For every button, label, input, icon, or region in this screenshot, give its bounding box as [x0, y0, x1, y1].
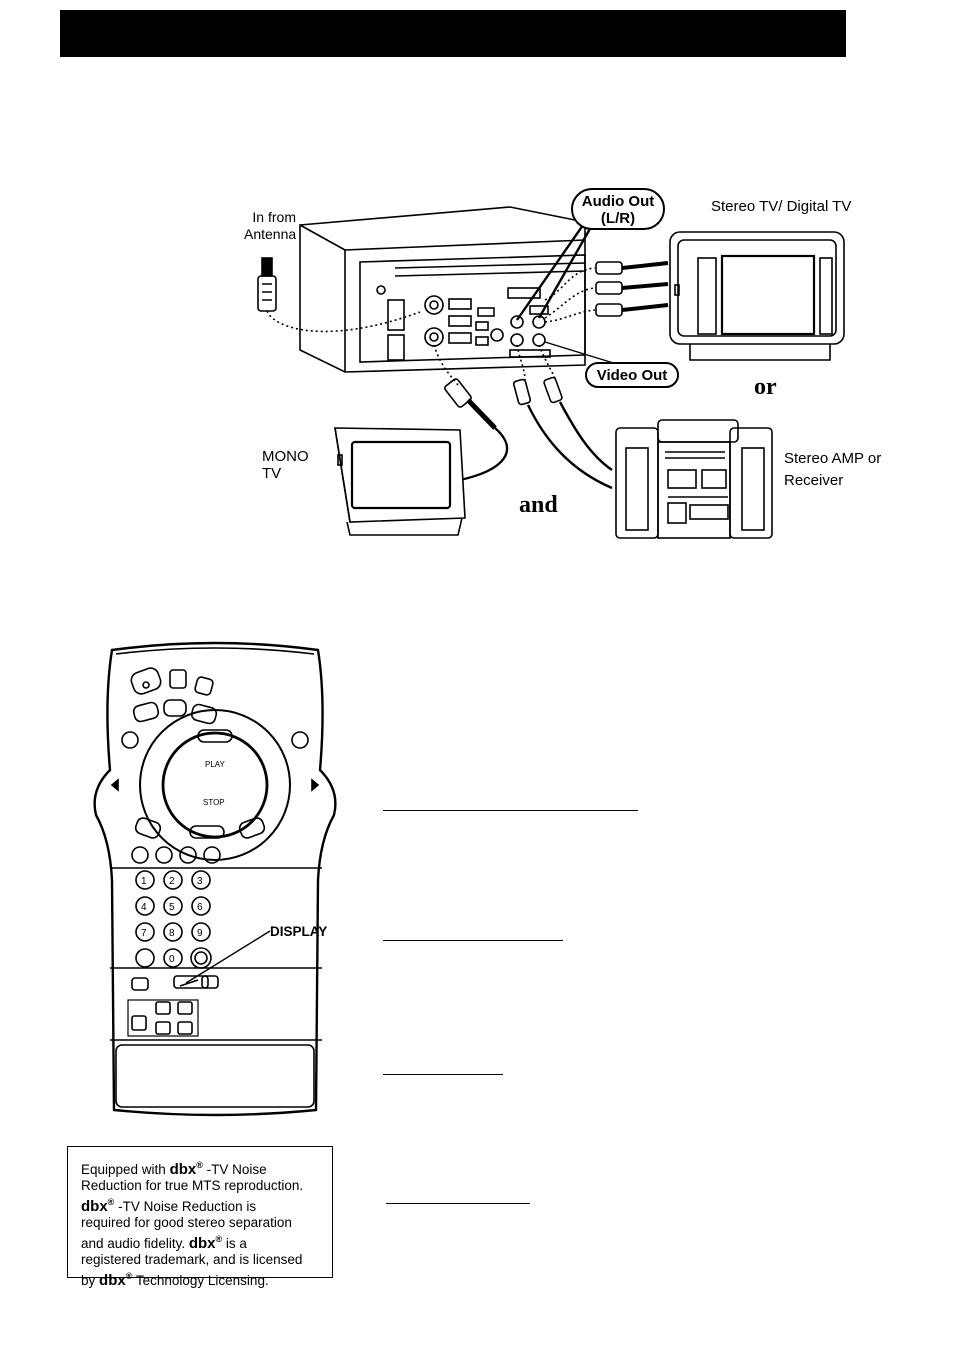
label-or: or	[754, 374, 777, 400]
text-rule-1	[383, 810, 638, 811]
dbx-logo: dbx®	[169, 1160, 203, 1178]
audio-out-bubble: Audio Out (L/R)	[571, 188, 665, 230]
label-mono-tv: MONO TV	[262, 448, 309, 482]
svg-text:1: 1	[141, 876, 147, 887]
svg-text:3: 3	[197, 876, 203, 887]
display-callout-line	[185, 930, 271, 984]
video-out-bubble: Video Out	[585, 362, 679, 388]
stereo-amp-drawing	[615, 419, 773, 539]
svg-text:0: 0	[169, 954, 175, 965]
vcr-unit-drawing	[299, 206, 586, 373]
text-rule-4	[386, 1203, 530, 1204]
label-in-from-antenna: In from Antenna	[244, 209, 297, 242]
dbx-line-1: Equipped with dbx® -TV Noise	[81, 1160, 267, 1178]
dbx-line-4: required for good stereo separation	[81, 1215, 292, 1230]
antenna-cable-drawing	[257, 257, 421, 333]
text-rule-3	[383, 1074, 503, 1075]
cable-to-mono-tv	[433, 344, 509, 482]
dbx-line-5: and audio fidelity. dbx® is a	[81, 1234, 247, 1252]
number-pad	[135, 870, 212, 969]
rca-cables-to-stereo-tv	[544, 261, 669, 323]
svg-text:8: 8	[169, 928, 175, 939]
label-stereo-tv: Stereo TV/ Digital TV	[711, 198, 852, 215]
dbx-line-6: registered trademark, and is licensed	[81, 1252, 303, 1267]
svg-text:9: 9	[197, 928, 203, 939]
dbx-logo: dbx®	[188, 1234, 223, 1252]
label-and: and	[519, 492, 558, 518]
header-bar	[60, 10, 846, 57]
dbx-line-3: dbx® -TV Noise Reduction is	[81, 1197, 257, 1215]
svg-text:PLAY: PLAY	[205, 760, 226, 769]
dbx-line-7: by dbx® Technology Licensing.	[81, 1271, 269, 1289]
svg-text:2: 2	[169, 876, 175, 887]
svg-text:5: 5	[169, 902, 175, 913]
display-callout-label: DISPLAY	[270, 924, 328, 939]
svg-text:7: 7	[141, 928, 147, 939]
svg-text:4: 4	[141, 902, 147, 913]
dbx-logo: dbx®	[99, 1271, 133, 1289]
connection-diagram	[257, 206, 845, 539]
svg-text:6: 6	[197, 902, 203, 913]
label-stereo-amp: Stereo AMP or Receiver	[784, 450, 882, 489]
dbx-line-2: Reduction for true MTS reproduction.	[81, 1178, 304, 1193]
cables-to-stereo-amp	[512, 344, 613, 490]
dbx-notice-box: Equipped with dbx® -TV Noise Reduction f…	[67, 1146, 333, 1289]
remote-control-drawing: PLAY STOP 1 2 3 4 5 6 7 8 9 0	[93, 641, 337, 1117]
mono-tv-drawing	[334, 427, 466, 536]
dbx-logo: dbx®	[81, 1197, 115, 1215]
text-rule-2	[383, 940, 563, 941]
stereo-tv-drawing	[669, 231, 845, 361]
svg-text:STOP: STOP	[203, 798, 225, 807]
